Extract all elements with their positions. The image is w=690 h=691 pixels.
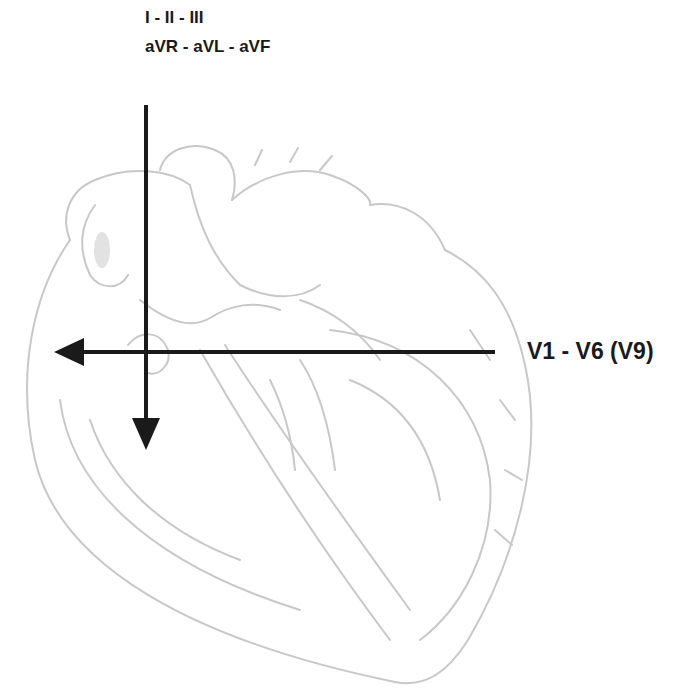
heart-outline (27, 146, 531, 683)
lead-label: aVR - aVL - aVF (145, 37, 270, 57)
arrowhead (132, 418, 160, 450)
axis-arrow (144, 105, 148, 420)
axis-arrow (82, 350, 495, 354)
lead-label: V1 - V6 (V9) (527, 338, 654, 366)
arrowhead (54, 338, 84, 366)
lead-label: I - II - III (145, 8, 204, 28)
